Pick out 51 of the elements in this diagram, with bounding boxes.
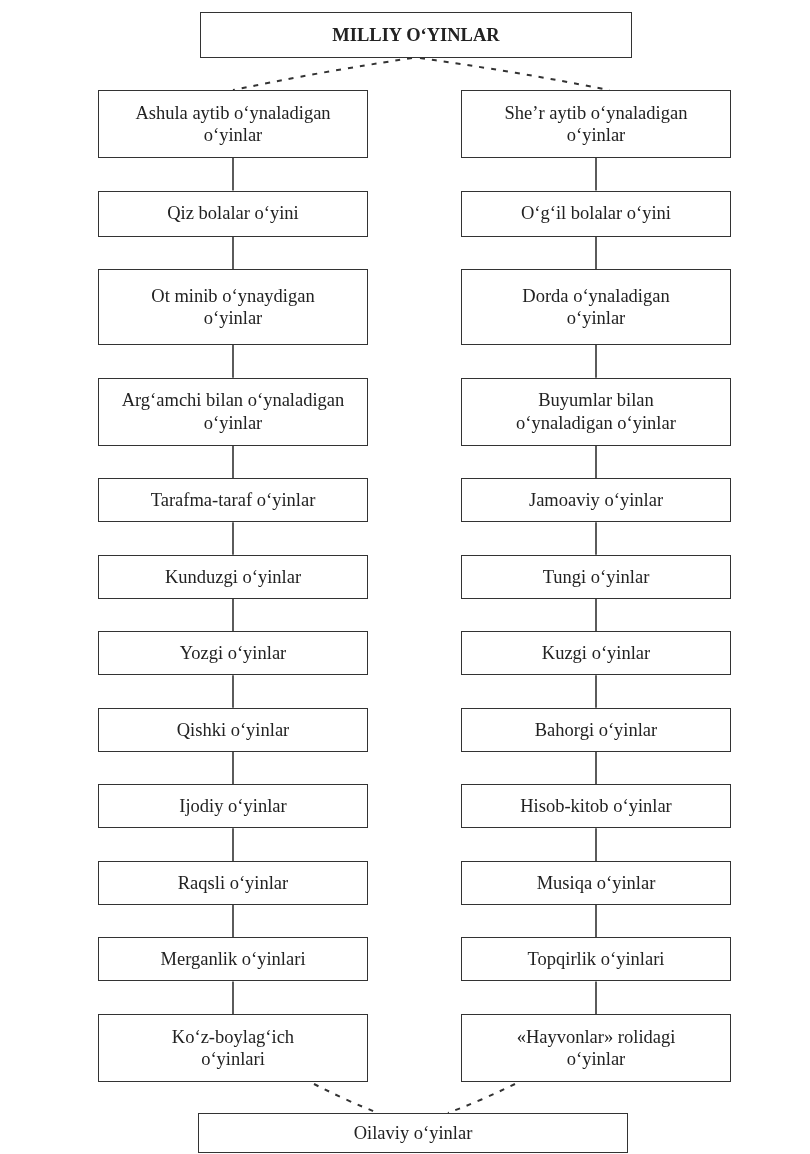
category-box: Tungi o‘yinlar [461, 554, 731, 599]
connector-line [595, 157, 597, 192]
dashed-connector [419, 57, 611, 91]
category-box: O‘g‘il bolalar o‘yini [461, 190, 731, 237]
connector-line [232, 904, 234, 939]
category-box: Dorda o‘ynaladigan o‘yinlar [461, 269, 731, 346]
connector-line [232, 597, 234, 633]
category-box: Kuzgi o‘yinlar [461, 631, 731, 676]
connector-line [232, 980, 234, 1015]
category-box: Musiqa o‘yinlar [461, 860, 731, 905]
dashed-connector [232, 57, 413, 91]
category-box: Oilaviy o‘yinlar [198, 1113, 628, 1153]
category-box: Arg‘amchi bilan o‘ynaladigan o‘yinlar [98, 377, 368, 446]
category-box: Buyumlar bilan o‘ynaladigan o‘yinlar [461, 377, 731, 446]
category-box: Tarafma-taraf o‘yinlar [98, 478, 368, 523]
connector-line [232, 344, 234, 379]
connector-line [595, 751, 597, 786]
category-box: Bahorgi o‘yinlar [461, 707, 731, 752]
connector-line [232, 751, 234, 786]
connector-line [595, 827, 597, 862]
connector-line [595, 904, 597, 939]
category-box: Raqsli o‘yinlar [98, 860, 368, 905]
category-box: «Hayvonlar» rolidagi o‘yinlar [461, 1014, 731, 1082]
connector-line [232, 444, 234, 479]
category-box: Qiz bolalar o‘yini [98, 190, 368, 237]
dashed-connector [447, 1083, 516, 1114]
connector-line [232, 235, 234, 270]
connector-line [232, 157, 234, 192]
connector-line [595, 444, 597, 479]
connector-line [595, 674, 597, 709]
connector-line [595, 980, 597, 1015]
category-box: Yozgi o‘yinlar [98, 631, 368, 676]
category-box: Ot minib o‘ynaydigan o‘yinlar [98, 269, 368, 346]
connector-line [232, 674, 234, 709]
category-box: Merganlik o‘yinlari [98, 937, 368, 982]
category-box: Topqirlik o‘yinlari [461, 937, 731, 982]
connector-line [232, 521, 234, 556]
category-box: Ashula aytib o‘ynaladigan o‘yinlar [98, 90, 368, 158]
title-box: MILLIY O‘YINLAR [200, 12, 632, 58]
category-box: Kunduzgi o‘yinlar [98, 554, 368, 599]
category-box: Qishki o‘yinlar [98, 707, 368, 752]
category-box: She’r aytib o‘ynaladigan o‘yinlar [461, 90, 731, 158]
connector-line [595, 235, 597, 270]
connector-line [595, 344, 597, 379]
category-box: Jamoaviy o‘yinlar [461, 478, 731, 523]
category-box: Ko‘z-boylag‘ich o‘yinlari [98, 1014, 368, 1082]
connector-line [232, 827, 234, 862]
category-box: Hisob-kitob o‘yinlar [461, 784, 731, 829]
connector-line [595, 521, 597, 556]
connector-line [595, 597, 597, 633]
category-box: Ijodiy o‘yinlar [98, 784, 368, 829]
